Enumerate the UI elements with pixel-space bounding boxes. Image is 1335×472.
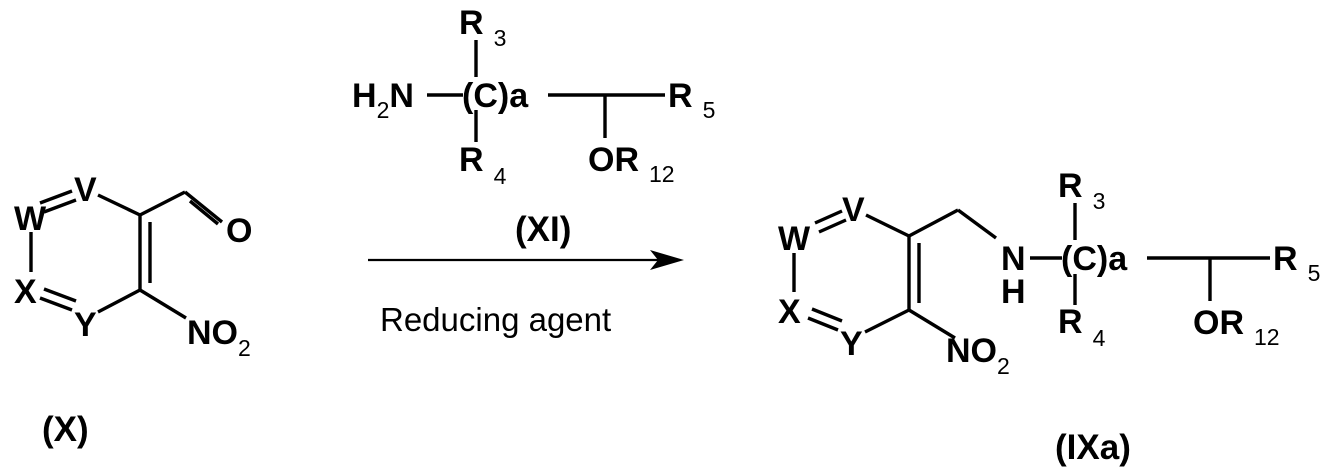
r3-group: R3 — [459, 4, 506, 51]
atom-v: V — [74, 171, 97, 209]
compound-label-ixa: (IXa) — [1055, 428, 1131, 467]
or12-group: OR12 — [588, 141, 675, 187]
or12-group: OR12 — [1193, 304, 1280, 350]
atom-y: Y — [74, 306, 97, 344]
atom-x: X — [778, 293, 801, 331]
r4-group: R4 — [459, 141, 507, 189]
chain-ca: (C)a — [462, 77, 529, 115]
r5-group: R5 — [1273, 240, 1320, 286]
product-ixa: V W X Y NO2 N H (C)a R3 R4 R5 OR12 (IXa) — [778, 167, 1320, 467]
atom-x: X — [14, 273, 37, 311]
reaction-condition: Reducing agent — [380, 301, 611, 338]
atom-w: W — [14, 200, 47, 238]
nitro-group: NO2 — [946, 332, 1010, 379]
atom-y: Y — [840, 325, 863, 363]
atom-v: V — [842, 191, 865, 229]
atom-w: W — [778, 220, 811, 258]
nitro-group: NO2 — [187, 314, 251, 361]
compound-label-x: (X) — [42, 410, 89, 449]
amine-h: H — [1001, 273, 1026, 311]
r4-group: R4 — [1058, 303, 1106, 351]
compound-label-xi: (XI) — [515, 210, 571, 249]
atom-o: O — [226, 212, 252, 250]
r5-group: R5 — [668, 77, 715, 123]
h2n-group: H2N — [352, 77, 414, 123]
reaction-arrow: Reducing agent — [368, 250, 684, 338]
reagent-xi: H2N (C)a R3 R4 R5 OR12 (XI) — [352, 4, 715, 249]
r3-group: R3 — [1058, 167, 1105, 214]
chain-ca: (C)a — [1061, 240, 1128, 278]
reactant-x: V W X Y O NO2 (X) — [14, 171, 252, 449]
reactant-x-bonds — [31, 191, 222, 318]
